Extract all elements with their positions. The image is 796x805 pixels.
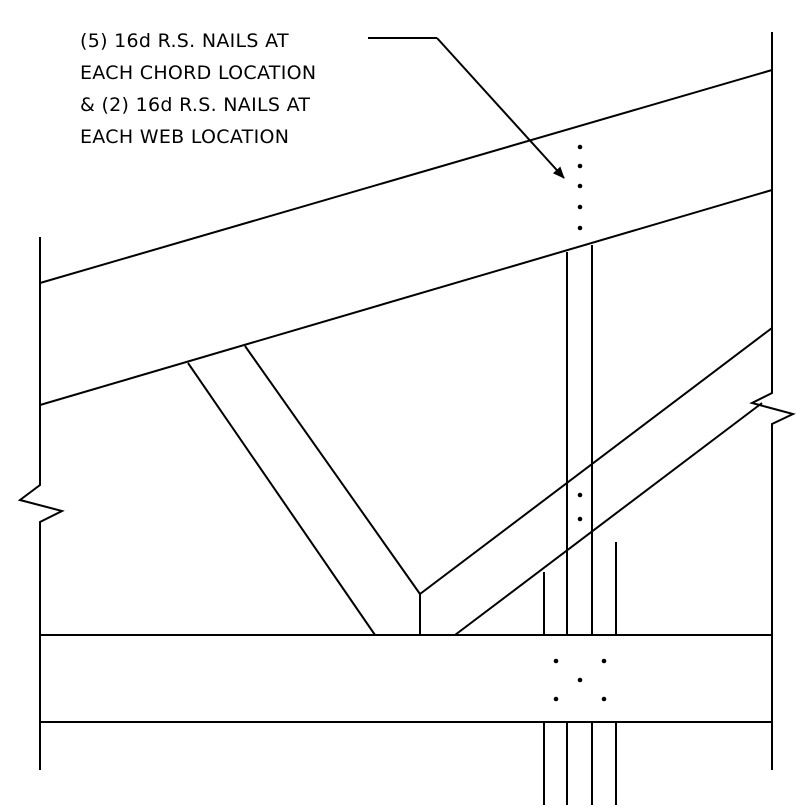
- nail-dot: [577, 225, 583, 231]
- left-web-inner-edge: [244, 345, 421, 595]
- nail-dot: [601, 696, 607, 702]
- bottom-chord: [40, 634, 772, 723]
- nail-pattern-bottom-chord: [553, 658, 607, 702]
- top-chord: [39, 69, 773, 406]
- leader-arrow: [436, 37, 565, 179]
- nail-dot: [577, 144, 583, 150]
- right-web-upper-edge: [419, 327, 773, 595]
- right-break-line: [749, 32, 796, 770]
- nail-dot: [577, 516, 583, 522]
- nail-dot: [577, 204, 583, 210]
- left-diagonal-web: [187, 345, 421, 636]
- note-line-2: EACH CHORD LOCATION: [80, 62, 316, 84]
- right-diagonal-web: [419, 327, 773, 636]
- nail-pattern-web: [577, 492, 583, 522]
- nail-dot: [577, 677, 583, 683]
- nail-dot: [601, 658, 607, 664]
- nail-dot: [577, 492, 583, 498]
- nailing-callout-note: (5) 16d R.S. NAILS AT EACH CHORD LOCATIO…: [80, 30, 316, 148]
- left-break-symbol: [17, 237, 65, 770]
- note-line-4: EACH WEB LOCATION: [80, 126, 289, 148]
- top-chord-upper-edge: [39, 69, 773, 284]
- left-web-outer-edge: [187, 362, 376, 636]
- nail-dot: [577, 163, 583, 169]
- vertical-web: [566, 245, 593, 635]
- note-line-1: (5) 16d R.S. NAILS AT: [80, 30, 289, 52]
- right-break-symbol: [749, 32, 796, 770]
- note-line-3: & (2) 16d R.S. NAILS AT: [80, 94, 310, 116]
- nail-dot: [553, 696, 559, 702]
- lower-vertical-members: [543, 542, 617, 805]
- top-chord-lower-edge: [39, 189, 773, 406]
- nail-dot: [553, 658, 559, 664]
- nail-dot: [577, 183, 583, 189]
- right-web-lower-edge: [454, 402, 763, 636]
- callout-leader: [368, 37, 565, 179]
- left-break-line: [17, 237, 65, 770]
- nail-pattern-top-chord: [577, 144, 583, 231]
